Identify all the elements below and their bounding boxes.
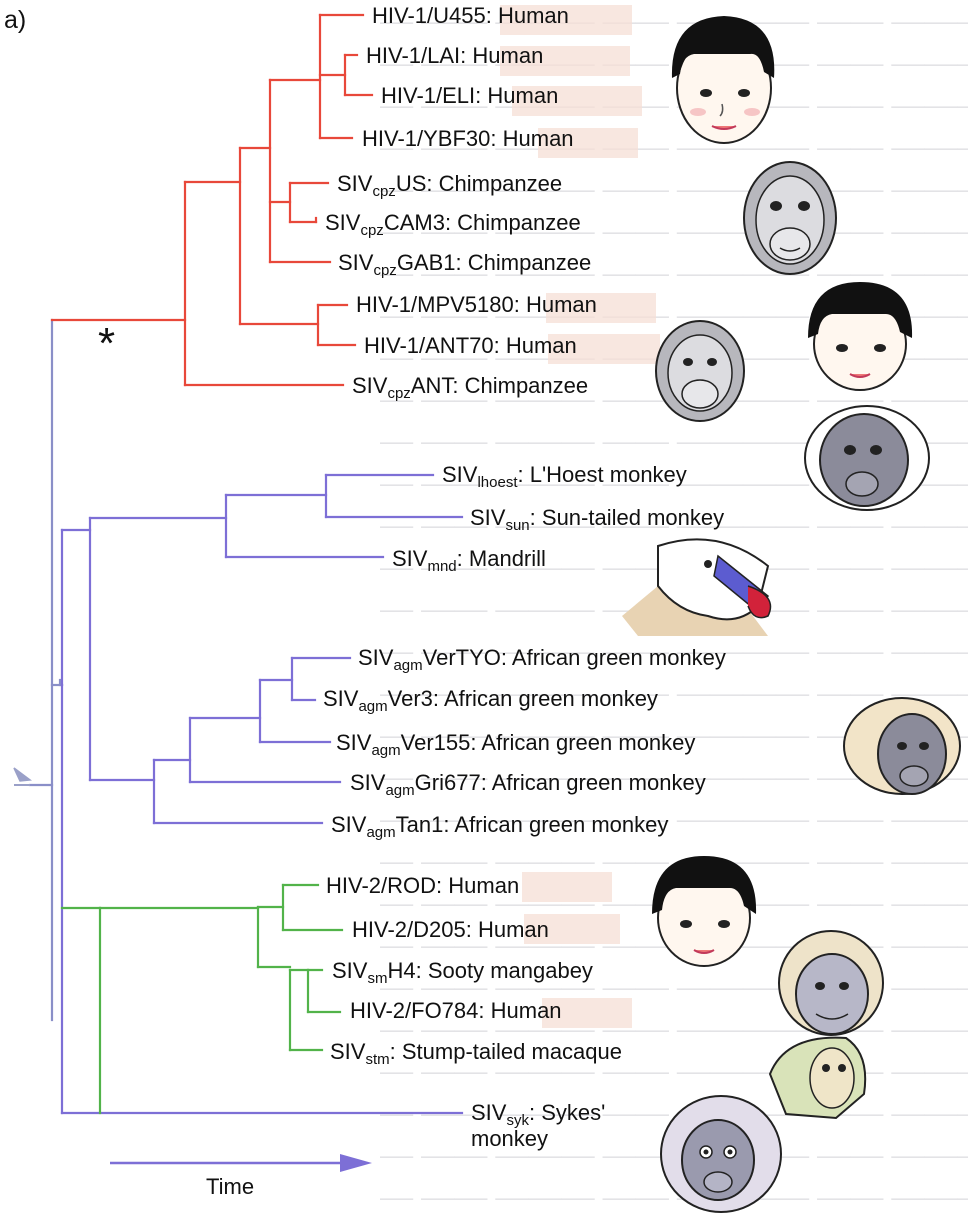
lhoest-monkey-face-icon <box>802 402 932 514</box>
leaf-label: SIVlhoest: L'Hoest monkey <box>442 462 687 488</box>
human-face-icon <box>664 8 782 148</box>
leaf-label: HIV-1/ANT70: Human <box>364 333 577 359</box>
asterisk-marker: * <box>98 322 115 366</box>
leaf-label: HIV-1/ELI: Human <box>381 83 558 109</box>
leaf-label: HIV-1/YBF30: Human <box>362 126 574 152</box>
leaf-label: SIVcpzGAB1: Chimpanzee <box>338 250 591 276</box>
leaf-label: SIVcpzCAM3: Chimpanzee <box>325 210 581 236</box>
leaf-label: SIVagmVerTYO: African green monkey <box>358 645 726 671</box>
leaf-label: HIV-2/FO784: Human <box>350 998 562 1024</box>
leaf-label: HIV-1/MPV5180: Human <box>356 292 597 318</box>
root-arrow-icon <box>14 768 30 781</box>
leaf-label: HIV-1/U455: Human <box>372 3 569 29</box>
leaf-label: SIVagmTan1: African green monkey <box>331 812 668 838</box>
sooty-mangabey-face-icon <box>776 928 886 1038</box>
leaf-label: SIVagmVer155: African green monkey <box>336 730 695 756</box>
african-green-monkey-face-icon <box>840 694 962 798</box>
leaf-label: HIV-2/D205: Human <box>352 917 549 943</box>
leaf-label: SIVcpzUS: Chimpanzee <box>337 171 562 197</box>
leaf-label: SIVagmGri677: African green monkey <box>350 770 706 796</box>
hiv2-clade-branches <box>62 885 342 1113</box>
chimpanzee-face-icon <box>740 158 840 278</box>
time-axis-label: Time <box>206 1174 254 1200</box>
leaf-label: SIVmnd: Mandrill <box>392 546 546 572</box>
leaf-label: HIV-2/ROD: Human <box>326 873 519 899</box>
mandrill-face-icon <box>618 526 784 642</box>
leaf-label: SIVsyk: Sykes'monkey <box>471 1100 605 1152</box>
chimpanzee-face-icon <box>652 318 748 424</box>
leaf-label: HIV-1/LAI: Human <box>366 43 543 69</box>
sykes-monkey-face-icon <box>656 1090 786 1218</box>
human-face-icon <box>800 278 918 392</box>
root-branches <box>30 320 62 1020</box>
leaf-label: SIVagmVer3: African green monkey <box>323 686 658 712</box>
human-face-icon <box>646 852 762 968</box>
leaf-label: SIVcpzANT: Chimpanzee <box>352 373 588 399</box>
time-arrow-head <box>340 1154 372 1172</box>
leaf-label: SIVstm: Stump-tailed macaque <box>330 1039 622 1065</box>
leaf-label: SIVsmH4: Sooty mangabey <box>332 958 593 984</box>
